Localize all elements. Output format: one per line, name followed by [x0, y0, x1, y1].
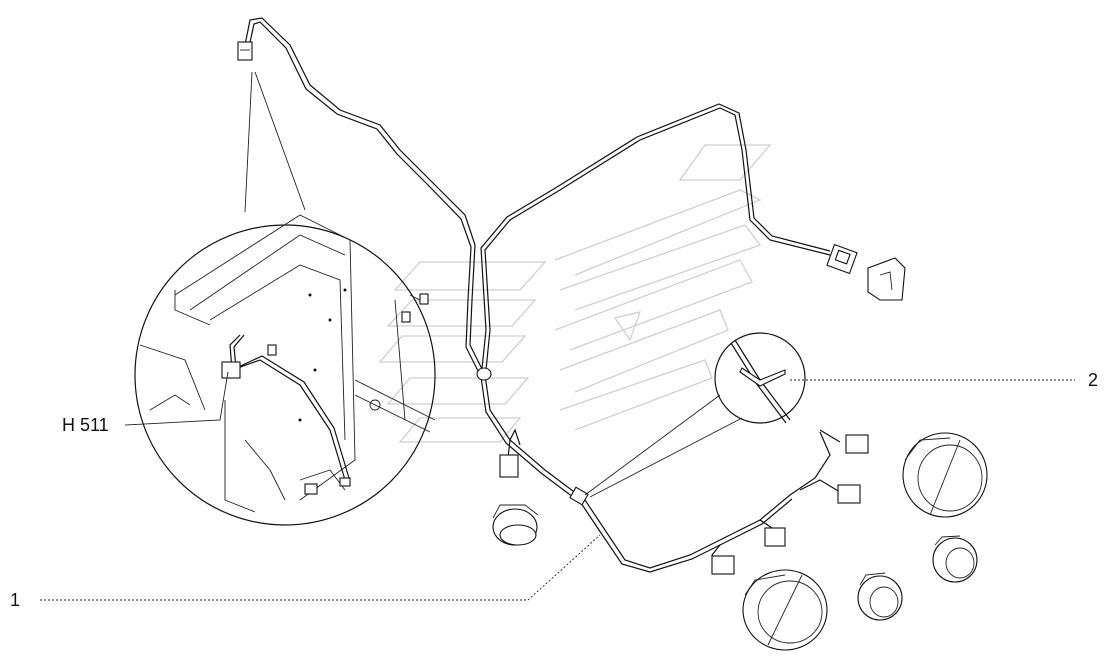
small-lamp-middle — [857, 572, 903, 621]
headlamp-right — [902, 432, 988, 518]
callout-label-h511: H 511 — [62, 415, 109, 435]
headlamp-bottom — [742, 569, 828, 651]
clip-detail-circle — [584, 332, 806, 498]
detail-view-circle — [134, 71, 436, 526]
lamp-front-left — [492, 504, 539, 546]
callout-leaders — [40, 371, 1075, 601]
harness-cable — [237, 17, 869, 575]
small-lamp-right — [932, 535, 978, 583]
callout-label-2: 2 — [1088, 370, 1098, 390]
callout-label-1: 1 — [10, 590, 20, 610]
watermark-logo — [378, 144, 772, 443]
lamp-rear-upper — [867, 257, 906, 301]
